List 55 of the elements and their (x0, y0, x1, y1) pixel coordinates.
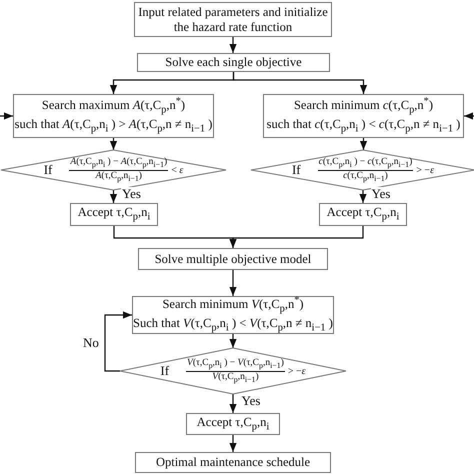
arrow (464, 112, 474, 120)
fraction-numerator: V(τ,C$_{p}$,n$_{i}$ ) − V(τ,C$_{p}$,n$_{i−1}$) (186, 358, 285, 372)
step-text: Solve multiple objective model (154, 252, 312, 266)
edge-label: Yes (121, 186, 142, 201)
process-box (70, 203, 158, 226)
arrow (360, 138, 368, 150)
arrow (104, 311, 132, 372)
arrow (229, 435, 237, 452)
step-text: Search minimum V(τ,C$_{p}$,n$^{*}$) (162, 294, 304, 316)
process-box (132, 296, 334, 334)
step-text: Solve each single objective (165, 55, 302, 70)
step-text: such that A(τ,C$_{p}$,n$_{i}$ ) > A(τ,C$_{p}$,n ≠ n$_{i−1}$ ) (14, 117, 212, 136)
step-text: Accept τ,C$_{p}$,n$_{i}$ (196, 414, 270, 434)
step-text: Accept τ,C$_{p}$,n$_{i}$ (78, 205, 150, 224)
fraction-numerator: A(τ,C$_{p}$,n$_{i}$ ) − A(τ,C$_{p}$,n$_{i−1}$) (69, 157, 168, 170)
step-text: such that c(τ,C$_{p}$,n$_{i}$ ) < c(τ,C$_{p}$,n ≠ n$_{i−1}$ ) (266, 117, 460, 136)
process-box (319, 203, 407, 226)
arrow (229, 334, 237, 348)
comparison-text: < ε (171, 164, 184, 176)
step-text: Accept τ,C$_{p}$,n$_{i}$ (326, 205, 400, 224)
fraction-denominator: V(τ,C$_{p}$,n$_{i−1}$) (212, 372, 259, 384)
condition-text: If (160, 363, 170, 379)
process-box (137, 53, 330, 72)
arrow (110, 190, 118, 203)
process-box (186, 413, 280, 435)
edge-label: No (82, 336, 100, 350)
arrow (229, 394, 237, 413)
edge-label: Yes (370, 186, 392, 201)
step-text: Search minimum c(τ,C$_{p}$,n$^{*}$) (294, 96, 434, 118)
step-text: Input related parameters and initialize the hazard rate function (137, 4, 329, 34)
fraction-denominator: c(τ,C$_{p}$,n$_{i−1}$) (343, 170, 388, 183)
comparison-text: > −ε (416, 164, 434, 176)
fraction-denominator: A(τ,C$_{p}$,n$_{i−1}$) (96, 170, 142, 183)
decision-diamond (120, 348, 346, 394)
decision-diamond (251, 150, 474, 190)
fraction-numerator: c(τ,C$_{p}$,n$_{i}$ ) − c(τ,C$_{p}$,n$_{i−1}$) (318, 157, 414, 170)
step-text: Search maximum A(τ,C$_{p}$,n$^{*}$) (42, 96, 186, 118)
arrow (229, 270, 237, 296)
arrow (232, 72, 368, 94)
process-box (13, 94, 214, 138)
condition-text: If (292, 162, 301, 178)
arrow (229, 37, 237, 53)
arrow (0, 112, 13, 120)
process-box (138, 248, 328, 270)
process-box (135, 452, 331, 473)
arrow (359, 190, 367, 203)
edge-label: Yes (240, 394, 262, 408)
step-text: Optimal maintenance schedule (156, 455, 310, 470)
process-box (263, 94, 464, 138)
decision-diamond (1, 150, 226, 190)
comparison-text: > −ε (288, 366, 306, 376)
step-text: Such that V(τ,C$_{p}$,n$_{i}$ ) < V(τ,C$_{p}$,n ≠ n$_{i−1}$ ) (133, 316, 333, 336)
arrow (110, 138, 118, 150)
condition-text: If (44, 162, 52, 178)
arrow (229, 226, 364, 248)
